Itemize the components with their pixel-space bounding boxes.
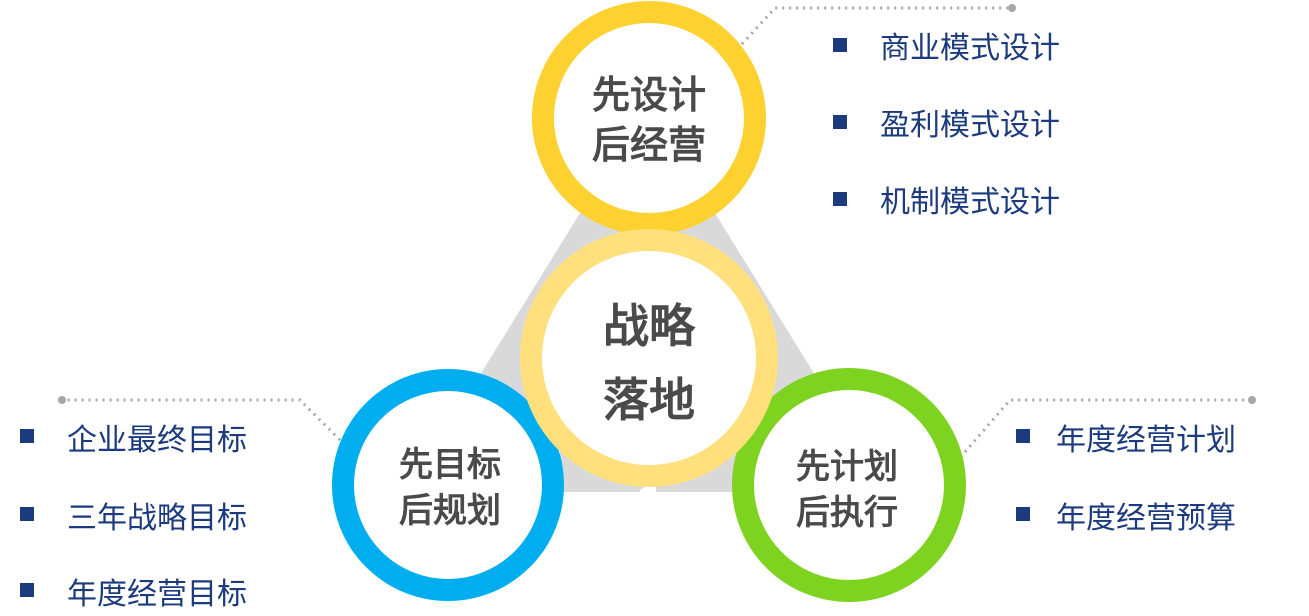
right-ring (732, 368, 966, 602)
left-item-1: 企业最终目标 (67, 423, 247, 458)
top-circle-line2: 后经营 (592, 123, 706, 167)
center-circle-line1: 战略 (603, 299, 696, 353)
top-item-1: 商业模式设计 (880, 31, 1060, 66)
top-bullet-3 (833, 192, 847, 206)
right-circle-line1: 先计划 (796, 447, 898, 487)
right-bullet-2 (1016, 507, 1030, 521)
connector-top-end-dot (1008, 4, 1016, 12)
center-circle-line2: 落地 (603, 373, 695, 427)
right-bullet-1 (1016, 429, 1030, 443)
connector-left-end-dot (58, 396, 66, 404)
right-circle-line2: 后执行 (796, 493, 898, 533)
center-ring (520, 229, 778, 487)
left-item-3: 年度经营目标 (67, 577, 247, 612)
connector-right-end-dot (1248, 396, 1256, 404)
right-item-1: 年度经营计划 (1056, 423, 1236, 458)
left-ring (332, 369, 564, 601)
left-circle-line1: 先目标 (399, 445, 501, 485)
left-bullet-1 (20, 429, 34, 443)
connector-left (62, 398, 342, 442)
top-bullet-1 (833, 38, 847, 52)
top-item-2: 盈利模式设计 (880, 108, 1060, 143)
left-circle-line2: 后规划 (399, 491, 501, 531)
right-item-2: 年度经营预算 (1056, 501, 1236, 536)
connector-right (963, 398, 1252, 453)
top-item-3: 机制模式设计 (880, 185, 1060, 220)
top-ring (532, 1, 766, 235)
left-bullet-2 (20, 507, 34, 521)
left-bullet-3 (20, 583, 34, 597)
top-bullet-2 (833, 115, 847, 129)
top-circle-line1: 先设计 (592, 73, 706, 117)
left-item-2: 三年战略目标 (67, 501, 247, 536)
